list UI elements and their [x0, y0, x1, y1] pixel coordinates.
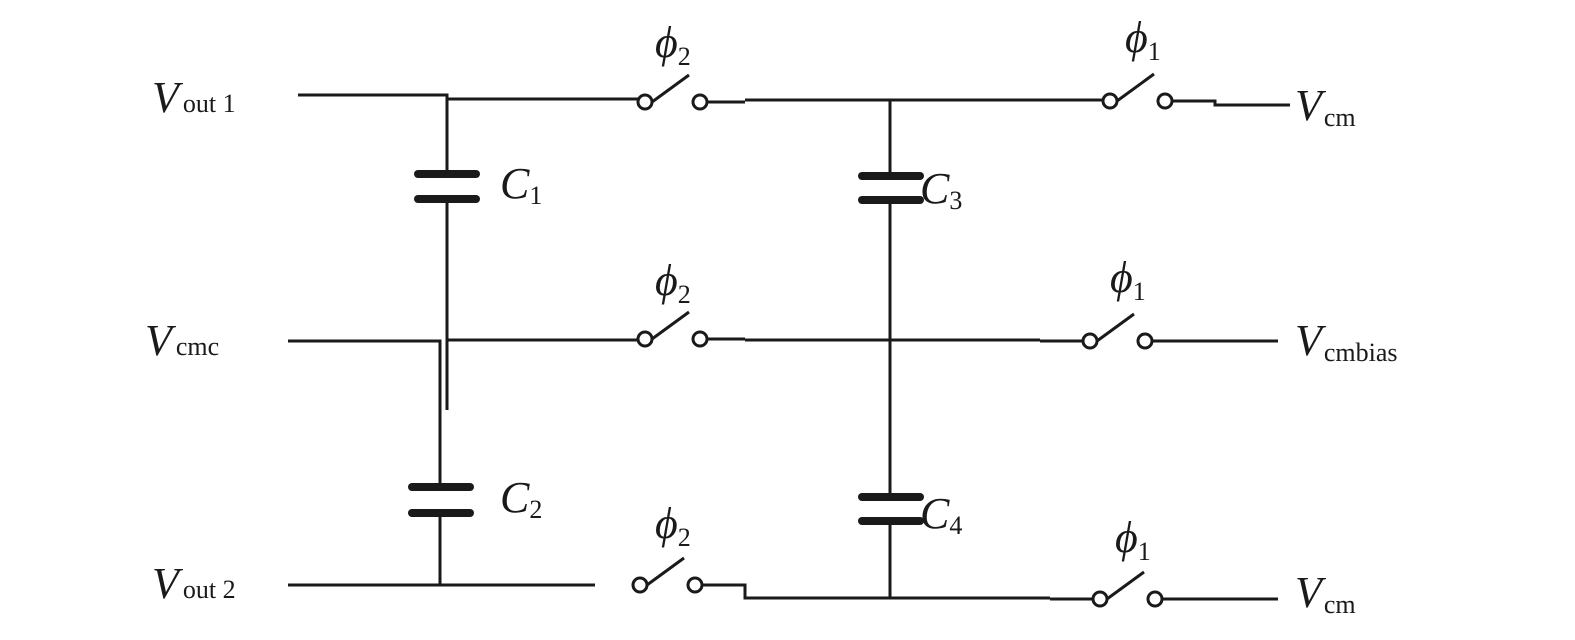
- switch-phi1-middle: [1040, 312, 1154, 350]
- label-phi1-top: ϕ1: [1125, 13, 1161, 66]
- label-phi1-middle: ϕ1: [1110, 253, 1146, 306]
- label-vcmbias: Vcmbias: [1295, 316, 1398, 367]
- label-phi2-middle: ϕ2: [655, 256, 691, 309]
- label-c2: C2: [500, 473, 542, 524]
- label-c4: C4: [920, 489, 962, 540]
- wire-middle: [288, 338, 1278, 410]
- switch-phi2-top: [600, 73, 745, 111]
- branch-right: [858, 100, 924, 598]
- switch-phi1-top: [1060, 72, 1174, 110]
- label-phi2-bottom: ϕ2: [655, 499, 691, 552]
- label-vcm-top: Vcm: [1295, 81, 1356, 132]
- switch-phi2-middle: [600, 310, 745, 348]
- branch-left: [408, 99, 480, 585]
- wire-top: [298, 93, 1290, 107]
- label-c1: C1: [500, 159, 542, 210]
- label-phi2-top: ϕ2: [655, 18, 691, 71]
- switch-phi2-bottom: [631, 556, 710, 594]
- label-c3: C3: [920, 164, 962, 215]
- wire-bottom: [288, 583, 1278, 601]
- label-vcm-bottom: Vcm: [1295, 568, 1356, 619]
- label-phi1-bottom: ϕ1: [1115, 513, 1151, 566]
- switch-phi1-bottom: [1050, 570, 1164, 608]
